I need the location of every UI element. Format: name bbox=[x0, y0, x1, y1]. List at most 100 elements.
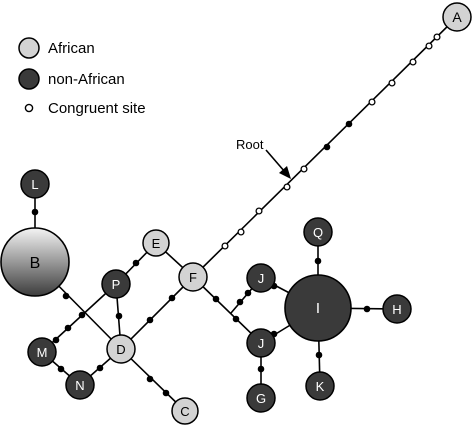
mutation-point bbox=[244, 289, 252, 297]
node-J-circle bbox=[246, 328, 276, 358]
mutation-point bbox=[31, 208, 39, 216]
root-arrow-shaft bbox=[265, 149, 286, 173]
congruent-sites bbox=[221, 33, 441, 250]
congruent-site bbox=[388, 79, 396, 87]
mutation-point bbox=[96, 364, 104, 372]
edge-F-J bbox=[192, 276, 262, 344]
node-B: B bbox=[0, 227, 70, 297]
mutation-point bbox=[212, 295, 220, 303]
root-annotation: Root bbox=[236, 137, 291, 179]
mutation-point bbox=[132, 259, 140, 267]
mutation-point bbox=[115, 312, 123, 320]
node-N-label: M bbox=[37, 345, 48, 360]
node-D-circle bbox=[106, 334, 136, 364]
congruent-site bbox=[283, 183, 291, 191]
node-P-circle bbox=[101, 269, 131, 299]
node-C-circle bbox=[171, 397, 199, 425]
node-H-label: H bbox=[392, 302, 401, 317]
node-P: P bbox=[101, 269, 131, 299]
node-E-label: E bbox=[152, 236, 161, 251]
node-F-label: F bbox=[189, 270, 197, 285]
node-C: C bbox=[171, 397, 199, 425]
node-Q-circle bbox=[303, 217, 333, 247]
node-K: J bbox=[246, 263, 276, 293]
mutation-point bbox=[314, 257, 322, 265]
node-A-label: A bbox=[452, 9, 462, 25]
node-Q: Q bbox=[303, 217, 333, 247]
legend-african-swatch bbox=[18, 37, 40, 59]
root-label: Root bbox=[236, 137, 264, 152]
mutation-point bbox=[64, 324, 72, 332]
edge-N-P bbox=[41, 283, 117, 353]
mutation-point bbox=[57, 365, 65, 373]
node-A-circle bbox=[442, 2, 472, 32]
node-N-circle bbox=[27, 337, 57, 367]
node-C-label: C bbox=[180, 404, 189, 419]
node-G: G bbox=[246, 383, 276, 413]
mutation-point bbox=[78, 311, 86, 319]
node-H-circle bbox=[382, 294, 412, 324]
congruent-site bbox=[409, 58, 417, 66]
legend: African non-African Congruent site bbox=[18, 37, 146, 117]
node-Q-label: Q bbox=[313, 225, 323, 240]
mutation-point bbox=[323, 143, 331, 151]
node-M-circle bbox=[20, 169, 50, 199]
root-arrow-head bbox=[279, 166, 291, 179]
legend-congruent-site-swatch bbox=[24, 103, 34, 113]
node-F: F bbox=[178, 262, 208, 292]
mutation-points bbox=[31, 120, 371, 397]
node-G-label: G bbox=[256, 391, 266, 406]
edge-D-F bbox=[120, 276, 194, 350]
legend-african-label: African bbox=[48, 40, 95, 57]
node-I: I bbox=[284, 274, 352, 342]
mutation-point bbox=[162, 389, 170, 397]
congruent-site bbox=[221, 242, 229, 250]
node-A: A bbox=[442, 2, 472, 32]
node-F-circle bbox=[178, 262, 208, 292]
node-E-circle bbox=[142, 229, 170, 257]
mutation-point bbox=[315, 351, 323, 359]
node-L-label: K bbox=[316, 379, 325, 394]
legend-non-african-label: non-African bbox=[48, 71, 125, 88]
node-G-circle bbox=[246, 383, 276, 413]
congruent-site bbox=[237, 228, 245, 236]
node-M-label: L bbox=[31, 177, 38, 192]
node-M: L bbox=[20, 169, 50, 199]
node-I-label: I bbox=[316, 300, 320, 317]
node-J-label: J bbox=[258, 336, 265, 351]
node-D-label: D bbox=[116, 342, 125, 357]
node-B-label: B bbox=[30, 255, 41, 272]
mutation-point bbox=[363, 305, 371, 313]
node-O-label: N bbox=[75, 378, 84, 393]
legend-congruent-site-label: Congruent site bbox=[48, 100, 146, 117]
node-H: H bbox=[382, 294, 412, 324]
congruent-site bbox=[433, 33, 441, 41]
node-P-label: P bbox=[112, 277, 121, 292]
node-L-circle bbox=[305, 371, 335, 401]
mutation-point bbox=[232, 315, 240, 323]
node-K-circle bbox=[246, 263, 276, 293]
mutation-point bbox=[236, 298, 244, 306]
congruent-site bbox=[300, 165, 308, 173]
node-K-label: J bbox=[258, 271, 265, 286]
mutation-point bbox=[345, 120, 353, 128]
node-N: M bbox=[27, 337, 57, 367]
node-J: J bbox=[246, 328, 276, 358]
node-B-circle bbox=[0, 227, 70, 297]
mutation-point bbox=[257, 365, 265, 373]
mutation-point bbox=[168, 294, 176, 302]
node-O: N bbox=[65, 370, 95, 400]
congruent-site bbox=[255, 207, 263, 215]
mutation-point bbox=[146, 316, 154, 324]
node-L: K bbox=[305, 371, 335, 401]
mutation-point bbox=[62, 292, 70, 300]
congruent-site bbox=[425, 42, 433, 50]
mutation-point bbox=[146, 375, 154, 383]
mutation-point bbox=[52, 336, 60, 344]
node-O-circle bbox=[65, 370, 95, 400]
node-D: D bbox=[106, 334, 136, 364]
congruent-site bbox=[368, 98, 376, 106]
node-E: E bbox=[142, 229, 170, 257]
